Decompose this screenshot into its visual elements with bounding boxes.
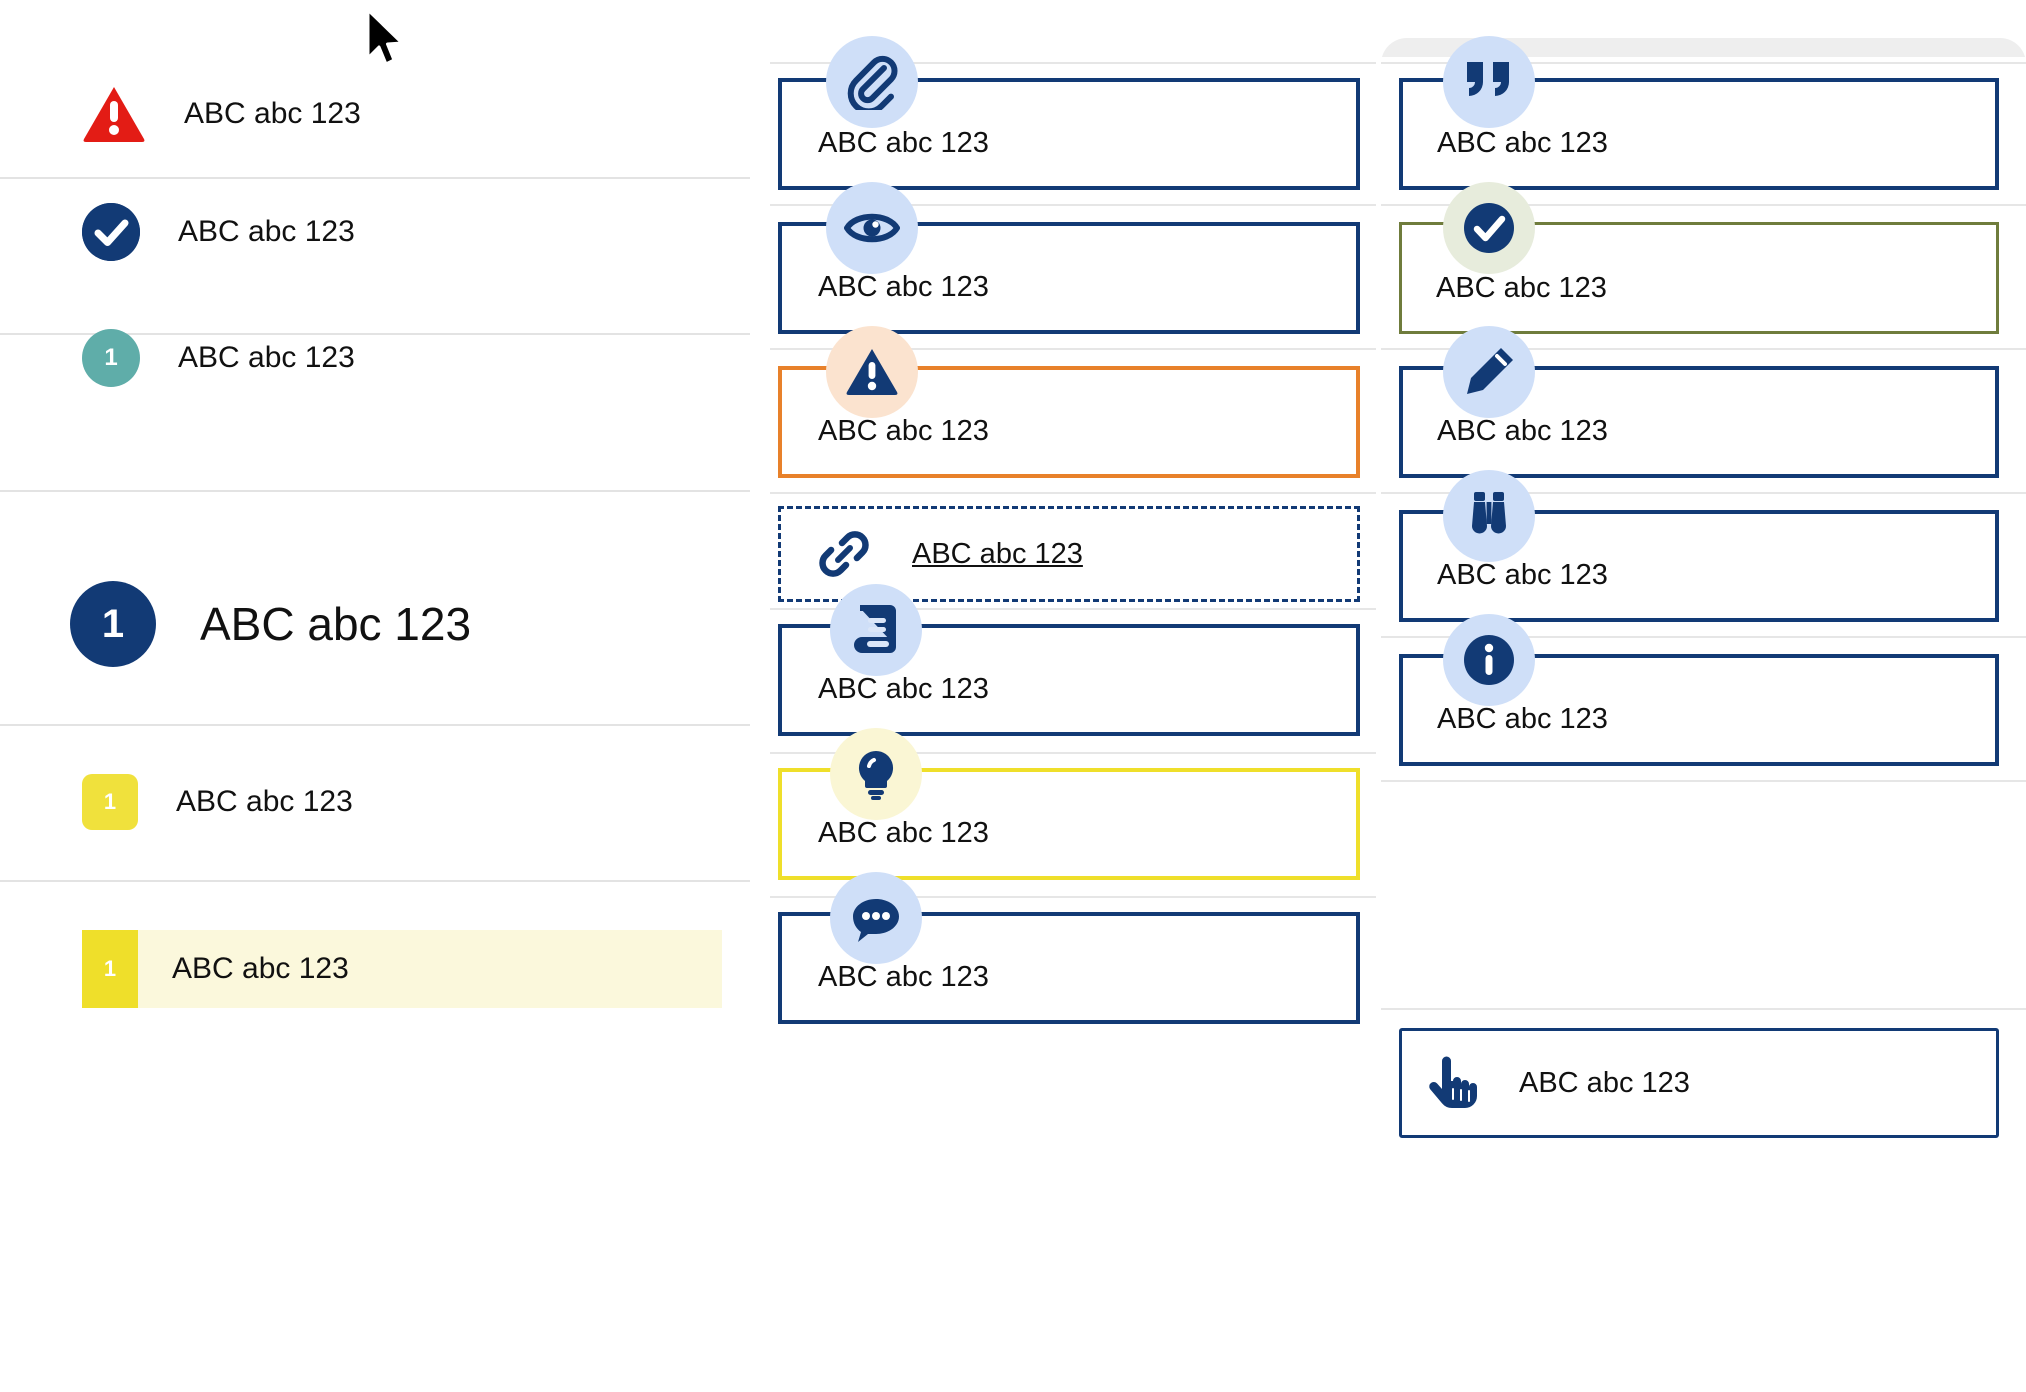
card-divider	[1381, 780, 2026, 782]
list-item[interactable]: ABC abc 123	[0, 198, 756, 266]
list-item-label: ABC abc 123	[178, 341, 355, 374]
card-warning[interactable]: ABC abc 123	[778, 366, 1360, 478]
card-label: ABC abc 123	[818, 961, 989, 993]
list-item[interactable]: ABC abc 123	[0, 80, 756, 148]
middle-card-column: ABC abc 123 ABC abc 123 ABC abc 123	[756, 0, 1376, 1392]
card-divider	[770, 348, 1376, 350]
quote-marks-icon	[1443, 36, 1535, 128]
square-number-badge-selected: 1	[82, 930, 138, 1008]
card-divider	[1381, 62, 2026, 64]
circle-check-icon	[82, 203, 140, 261]
badge-number: 1	[103, 789, 117, 814]
lightbulb-icon	[830, 728, 922, 820]
link-row[interactable]: ABC abc 123	[816, 524, 1083, 584]
card-label: ABC abc 123	[818, 271, 989, 303]
card-label: ABC abc 123	[1437, 415, 1608, 447]
card-label: ABC abc 123	[818, 415, 989, 447]
card-divider	[770, 204, 1376, 206]
eye-icon	[826, 182, 918, 274]
card-divider	[770, 896, 1376, 898]
list-item-featured[interactable]: 1 ABC abc 123	[0, 576, 756, 672]
list-item[interactable]: 1 ABC abc 123	[0, 770, 756, 834]
card-divider	[770, 608, 1376, 610]
card-label: ABC abc 123	[1519, 1066, 1690, 1099]
circle-number-badge-large: 1	[70, 581, 156, 667]
info-circle-icon	[1443, 614, 1535, 706]
circle-number-badge: 1	[82, 329, 140, 387]
card-label: ABC abc 123	[1437, 559, 1608, 591]
action-row[interactable]: ABC abc 123	[1423, 1052, 1690, 1114]
list-item-selected[interactable]: 1 ABC abc 123	[82, 930, 722, 1008]
right-card-column: ABC abc 123 ABC abc 123 ABC abc 123	[1381, 0, 2026, 1392]
card-label: ABC abc 123	[818, 817, 989, 849]
card-label: ABC abc 123	[818, 127, 989, 159]
card-divider	[1381, 1008, 2026, 1010]
card-tip[interactable]: ABC abc 123	[778, 768, 1360, 880]
pointing-hand-icon	[1429, 1056, 1477, 1108]
card-label: ABC abc 123	[1436, 272, 1607, 304]
card-divider	[770, 62, 1376, 64]
card-divider	[1381, 348, 2026, 350]
binoculars-icon	[1443, 470, 1535, 562]
card-label: ABC abc 123	[1437, 703, 1608, 735]
card-observe[interactable]: ABC abc 123	[1399, 510, 1999, 622]
list-divider	[0, 724, 750, 726]
circle-check-icon	[1443, 182, 1535, 274]
card-label: ABC abc 123	[818, 673, 989, 705]
link-chain-icon	[819, 531, 869, 577]
warning-triangle-icon	[82, 85, 146, 143]
square-number-badge: 1	[82, 774, 138, 830]
card-info[interactable]: ABC abc 123	[1399, 654, 1999, 766]
badge-number: 1	[103, 956, 117, 981]
list-item[interactable]: 1 ABC abc 123	[0, 324, 756, 392]
list-item-label: ABC abc 123	[184, 97, 361, 130]
card-approved[interactable]: ABC abc 123	[1399, 222, 1999, 334]
card-divider	[770, 492, 1376, 494]
comment-bubble-icon	[830, 872, 922, 964]
warning-triangle-icon	[826, 326, 918, 418]
card-divider	[1381, 492, 2026, 494]
list-divider	[0, 490, 750, 492]
card-link-label[interactable]: ABC abc 123	[912, 537, 1083, 570]
left-list-panel: ABC abc 123 ABC abc 123 1 ABC abc 123 1	[0, 0, 756, 1392]
list-item-label: ABC abc 123	[178, 215, 355, 248]
card-action[interactable]	[1399, 1028, 1999, 1138]
list-divider	[0, 880, 750, 882]
pencil-icon	[1443, 326, 1535, 418]
card-divider	[1381, 636, 2026, 638]
list-item-label: ABC abc 123	[172, 952, 349, 985]
card-divider	[770, 752, 1376, 754]
paperclip-icon	[826, 36, 918, 128]
list-divider	[0, 177, 750, 179]
card-label: ABC abc 123	[1437, 127, 1608, 159]
badge-number: 1	[101, 601, 125, 646]
list-item-label: ABC abc 123	[176, 785, 353, 818]
book-icon	[830, 584, 922, 676]
list-item-label: ABC abc 123	[200, 598, 472, 650]
badge-number: 1	[104, 344, 118, 371]
mouse-pointer-cursor	[364, 8, 408, 74]
card-divider	[1381, 204, 2026, 206]
list-divider	[0, 333, 750, 335]
